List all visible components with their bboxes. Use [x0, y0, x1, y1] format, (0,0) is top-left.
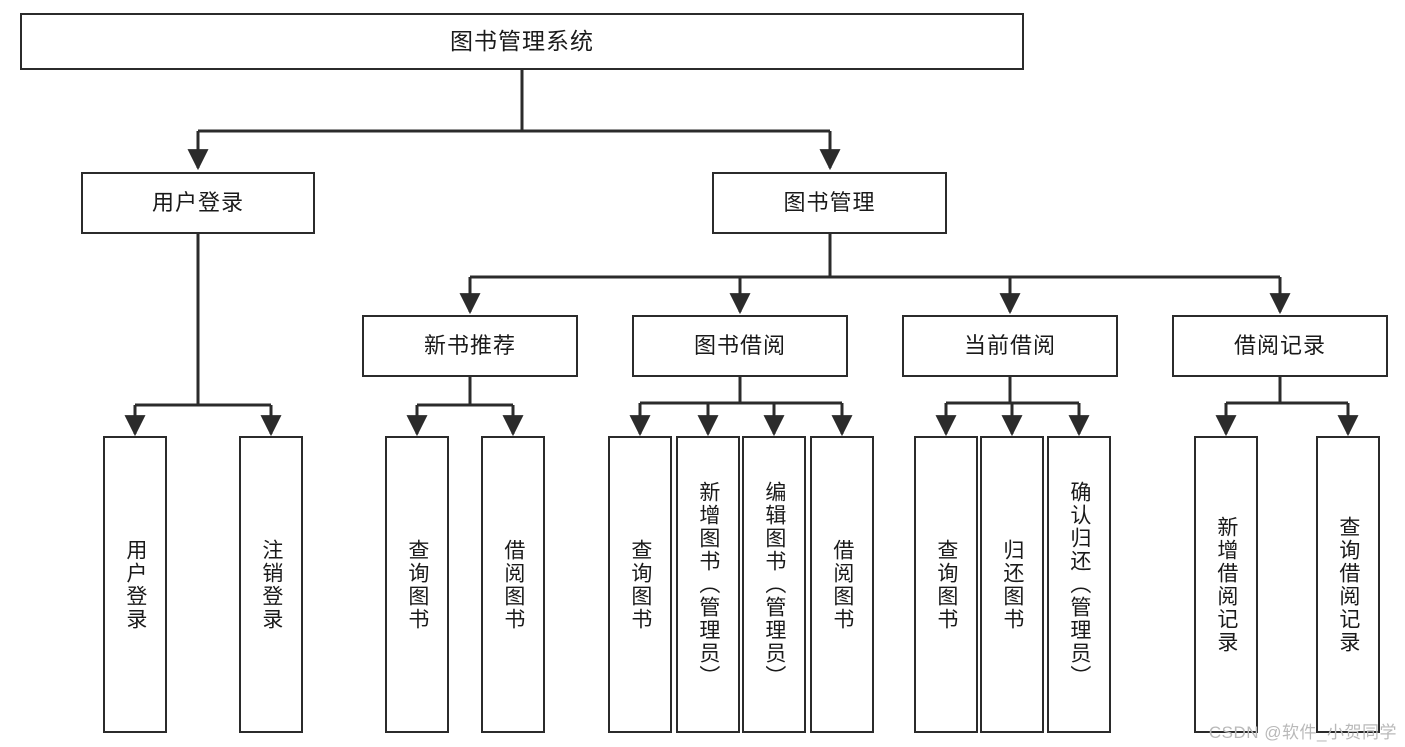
- node-user-login[interactable]: 用户登录: [81, 172, 315, 234]
- node-leaf-query-record-label: 查询借阅记录: [1336, 515, 1360, 654]
- node-leaf-query-book-b-label: 查询图书: [628, 538, 652, 631]
- node-leaf-add-record[interactable]: 新增借阅记录: [1194, 436, 1258, 733]
- node-leaf-return-book-label: 归还图书: [1000, 538, 1024, 631]
- node-leaf-borrow-book-b-label: 借阅图书: [830, 538, 854, 631]
- node-user-login-label: 用户登录: [151, 189, 244, 215]
- node-new-book-rec-label: 新书推荐: [423, 332, 516, 358]
- node-root-label: 图书管理系统: [450, 27, 594, 54]
- node-leaf-borrow-book-b[interactable]: 借阅图书: [810, 436, 874, 733]
- node-current-borrow-label: 当前借阅: [963, 332, 1056, 358]
- node-book-manage-label: 图书管理: [783, 189, 876, 215]
- node-leaf-borrow-book-a-label: 借阅图书: [501, 538, 525, 631]
- node-leaf-logout-label: 注销登录: [259, 538, 283, 631]
- node-leaf-confirm-return[interactable]: 确认归还（管理员）: [1047, 436, 1111, 733]
- node-leaf-query-book-a-label: 查询图书: [405, 538, 429, 631]
- node-current-borrow[interactable]: 当前借阅: [902, 315, 1118, 377]
- node-borrow-record[interactable]: 借阅记录: [1172, 315, 1388, 377]
- node-leaf-return-book[interactable]: 归还图书: [980, 436, 1044, 733]
- node-leaf-add-record-label: 新增借阅记录: [1214, 515, 1238, 654]
- node-leaf-query-book-a[interactable]: 查询图书: [385, 436, 449, 733]
- node-leaf-user-login-label: 用户登录: [123, 538, 147, 631]
- node-root[interactable]: 图书管理系统: [20, 13, 1024, 70]
- node-leaf-query-book-c[interactable]: 查询图书: [914, 436, 978, 733]
- node-borrow-record-label: 借阅记录: [1233, 332, 1326, 358]
- node-new-book-rec[interactable]: 新书推荐: [362, 315, 578, 377]
- node-leaf-edit-book-label: 编辑图书（管理员）: [762, 481, 786, 688]
- node-leaf-borrow-book-a[interactable]: 借阅图书: [481, 436, 545, 733]
- node-leaf-confirm-return-label: 确认归还（管理员）: [1067, 481, 1091, 688]
- node-leaf-user-login[interactable]: 用户登录: [103, 436, 167, 733]
- node-book-borrow-label: 图书借阅: [693, 332, 786, 358]
- node-book-borrow[interactable]: 图书借阅: [632, 315, 848, 377]
- node-leaf-logout[interactable]: 注销登录: [239, 436, 303, 733]
- node-leaf-query-book-b[interactable]: 查询图书: [608, 436, 672, 733]
- node-leaf-add-book[interactable]: 新增图书（管理员）: [676, 436, 740, 733]
- node-leaf-query-record[interactable]: 查询借阅记录: [1316, 436, 1380, 733]
- watermark: CSDN @软件_小贺同学: [1208, 723, 1397, 742]
- node-book-manage[interactable]: 图书管理: [712, 172, 947, 234]
- node-leaf-query-book-c-label: 查询图书: [934, 538, 958, 631]
- node-leaf-add-book-label: 新增图书（管理员）: [696, 481, 720, 688]
- node-leaf-edit-book[interactable]: 编辑图书（管理员）: [742, 436, 806, 733]
